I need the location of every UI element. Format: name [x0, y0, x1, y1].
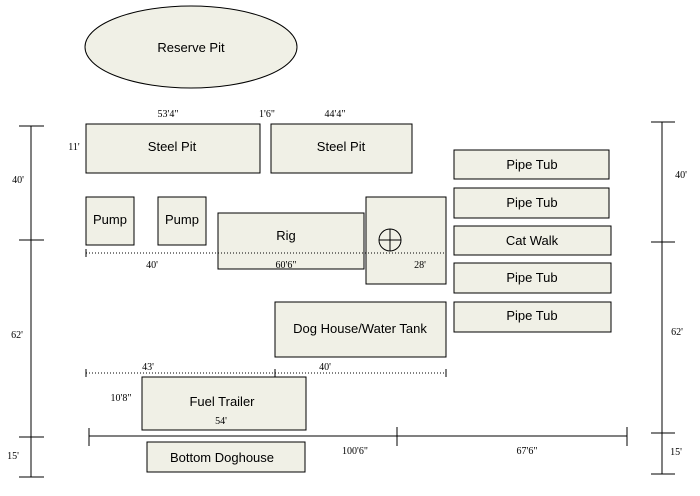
pipe-tub-3 — [453, 262, 612, 294]
steel-pit-2-label: Steel Pit — [317, 139, 366, 154]
left-dim-top: 40' — [12, 175, 24, 186]
steel-pit-1 — [85, 123, 261, 174]
rig-width-dim: 60'6" — [276, 260, 297, 271]
rig-label: Rig — [276, 228, 296, 243]
reserve-pit-label: Reserve Pit — [157, 40, 225, 55]
steel-pit-2-width-dim: 44'4" — [325, 109, 346, 120]
cat-walk — [453, 225, 612, 256]
fuel-trailer-width-dim: 54' — [215, 416, 227, 427]
substructure-width-dim: 28' — [414, 260, 426, 271]
pump-1 — [85, 196, 135, 246]
pipe-tub-4 — [453, 301, 612, 333]
steel-pit-1-label: Steel Pit — [148, 139, 197, 154]
bottom-doghouse — [146, 441, 306, 473]
right-dim-top: 40' — [675, 170, 687, 181]
pipe-tub-2-label: Pipe Tub — [506, 195, 557, 210]
rig-substructure — [365, 196, 447, 285]
pipe-tub-1 — [453, 149, 610, 180]
right-dim-bottom: 15' — [670, 447, 682, 458]
steel-pit-1-width-dim: 53'4" — [158, 109, 179, 120]
pipe-tub-4-label: Pipe Tub — [506, 308, 557, 323]
fuel-span-dim: 43' — [142, 362, 154, 373]
pump-1-label: Pump — [93, 212, 127, 227]
dog-house-water-tank — [274, 301, 447, 358]
right-dim-mid: 62' — [671, 327, 683, 338]
dog-house-water-tank-label: Dog House/Water Tank — [293, 321, 427, 336]
pipe-tub-1-label: Pipe Tub — [506, 157, 557, 172]
pump-2-label: Pump — [165, 212, 199, 227]
bottom-dim-right: 67'6" — [517, 446, 538, 457]
steel-pit-2 — [270, 123, 413, 174]
cat-walk-label: Cat Walk — [506, 233, 559, 248]
dog-house-span-dim: 40' — [319, 362, 331, 373]
left-dim-mid: 62' — [11, 330, 23, 341]
bottom-dim-left: 100'6" — [342, 446, 368, 457]
steel-pit-height-dim: 11' — [68, 142, 80, 153]
rig — [217, 212, 365, 270]
fuel-trailer-height-dim: 10'8" — [111, 393, 132, 404]
bottom-doghouse-label: Bottom Doghouse — [170, 450, 274, 465]
fuel-trailer — [141, 376, 307, 431]
left-dim-bottom: 15' — [7, 451, 19, 462]
reserve-pit-shape — [84, 5, 298, 89]
pump-2 — [157, 196, 207, 246]
pit-gap-dim: 1'6" — [259, 109, 275, 120]
pump-span-dim: 40' — [146, 260, 158, 271]
pipe-tub-3-label: Pipe Tub — [506, 270, 557, 285]
fuel-trailer-label: Fuel Trailer — [189, 394, 255, 409]
pipe-tub-2 — [453, 187, 610, 219]
